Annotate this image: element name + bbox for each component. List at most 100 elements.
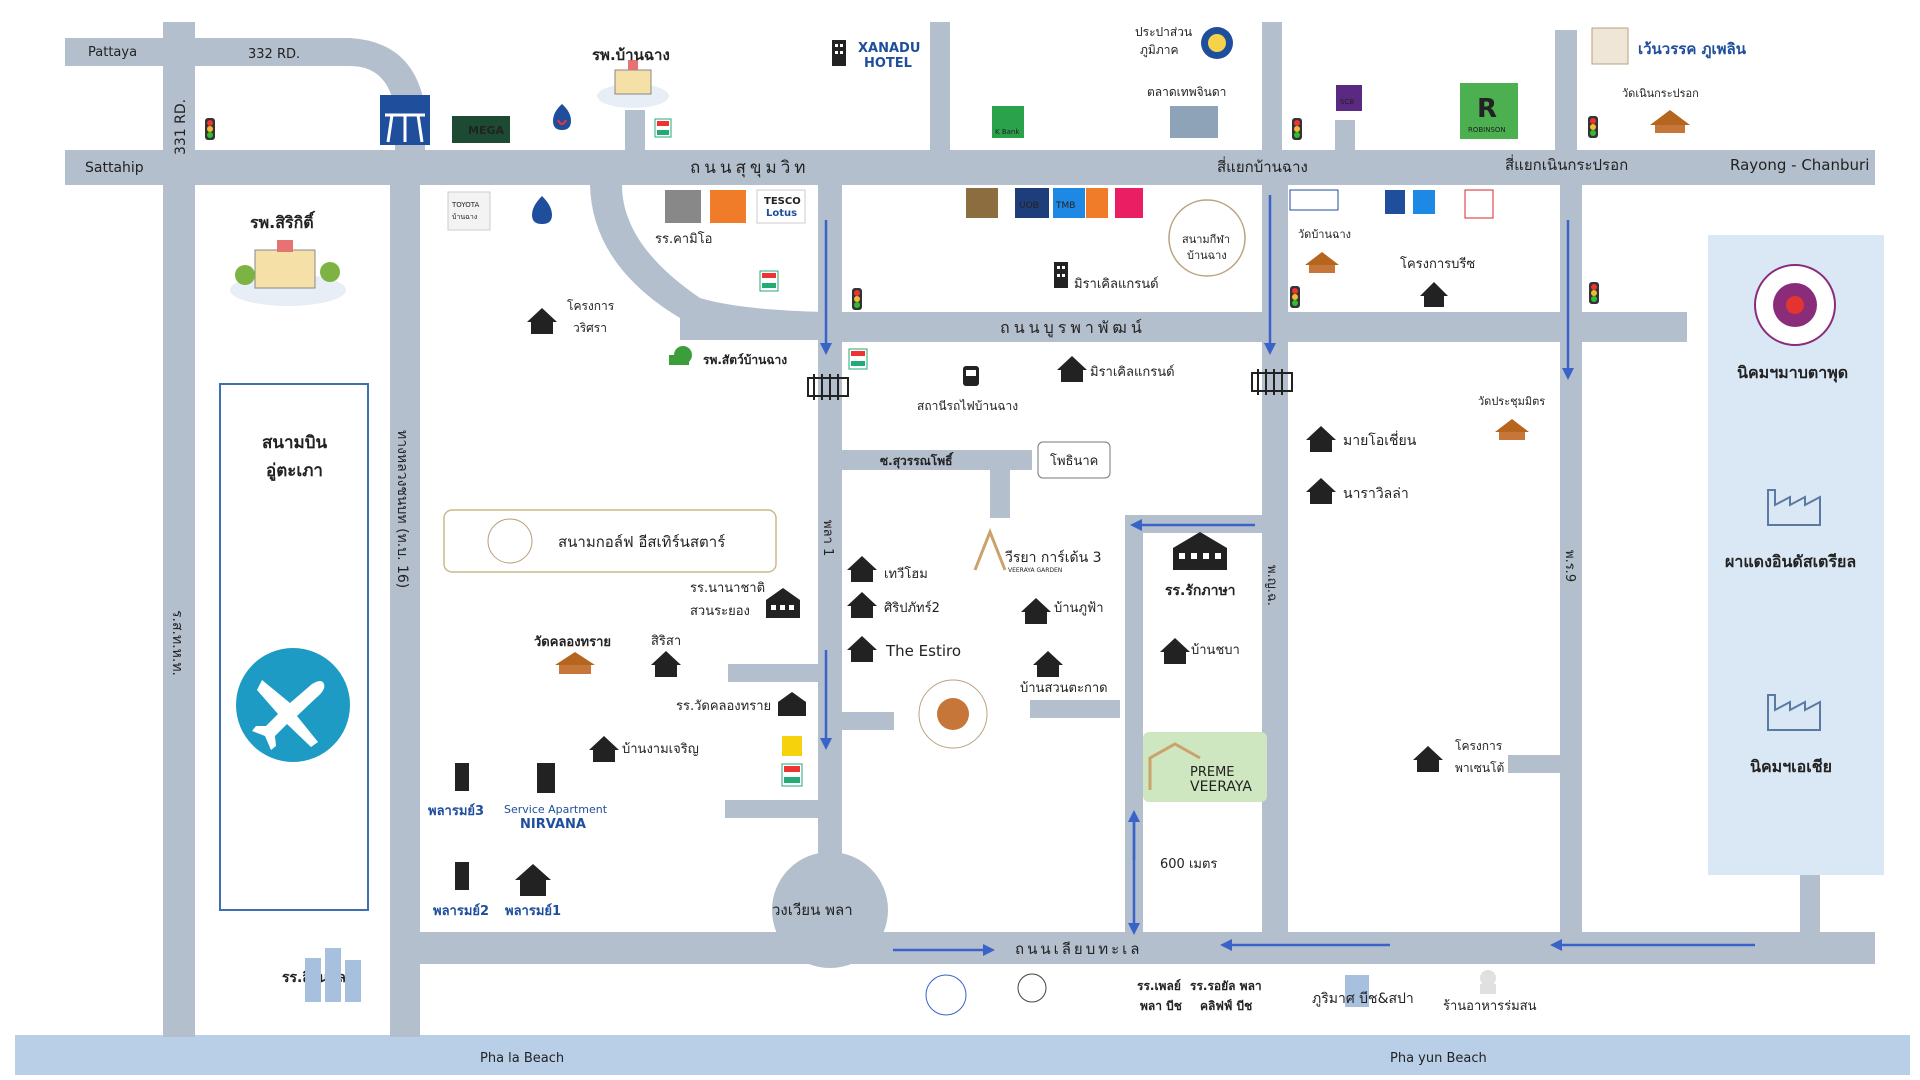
my-ocean-label: มายโอเชี่ยน [1343,431,1417,449]
restaurant-logo-2-inner [937,698,969,730]
tesco-logo [756,189,806,224]
factory-icon-2 [1767,694,1821,731]
house-icon-breeze [1420,282,1448,307]
road-network [65,22,1875,1037]
ptt-icon-2 [532,196,552,224]
sea-strip [15,1035,1910,1075]
water-authority-label-2: ภูมิภาค [1140,43,1179,58]
beach-left-label: Pha la Beach [480,1051,564,1066]
label-soi-suwan: ซ.สุวรรณโพธิ์ [880,452,954,469]
house-icon-nara [1306,478,1336,504]
house-icon-baanchaba [1160,638,1190,664]
water-authority-logo-inner [1208,34,1226,52]
plaram1-label: พลารมย์1 [505,903,561,919]
airport-label-2: อู่ตะเภา [266,461,323,482]
house-icon-baanphufa [1021,598,1051,624]
house-icon-estiro [847,636,877,662]
toyota-label-1: TOYOTA [451,201,480,209]
crab-logo [925,974,967,1016]
school-nana-label-1: รร.นานาชาติ [690,581,765,596]
potinaka-label: โพธินาค [1050,453,1098,469]
robinson-r: R [1477,94,1497,124]
uob-label: UOB [1019,201,1039,211]
golf-box [443,509,777,573]
house-icon-siripat [847,592,877,618]
tmb-label: TMB [1055,201,1075,211]
house-icon-sirisa [651,651,681,677]
seafood-label: ร้านอาหารร่มสน [1443,999,1537,1014]
road-branch-7 [1508,755,1560,773]
road-banchang [1262,185,1288,937]
house-icon-phasen [1413,746,1443,772]
xanadu-label-2: HOTEL [864,56,912,71]
potinaka-box [1037,441,1111,479]
house-icon-tewee [847,556,877,582]
road-laeb-talay [420,932,1875,964]
label-pattaya: Pattaya [88,45,137,60]
railway-icon-2 [1251,369,1293,395]
building-icon-sirin [305,948,361,1002]
hotel-logo [1017,973,1047,1003]
label-intersection-noen: สี่แยกเนินกระปรอก [1505,154,1628,174]
airport-area [219,383,369,911]
baansuan-label: บ้านสวนตะกาด [1020,681,1108,696]
building-icon-plaram3 [455,763,469,791]
sirisa-label: สิริสา [651,634,681,649]
project-warisra-label-1: โครงการ [567,299,615,313]
tmb-logo [1053,188,1085,218]
robinson-label: ROBINSON [1468,126,1506,134]
veeraya-garden-small: VEERAYA GARDEN [1008,567,1062,574]
road-branch-6 [725,800,820,818]
school-icon-nana [766,588,800,618]
school-royal-label-1: รร.รอยัล พลา [1190,979,1262,993]
tesco-label-1: TESCO [764,196,801,207]
estate-mapta-label: นิคมฯมาบตาพุด [1737,363,1848,383]
project-phasen-label-1: โครงการ [1455,739,1503,753]
house-icon-myocean [1306,426,1336,452]
golf-logo [487,518,533,564]
bank-logo-1 [966,188,998,218]
beach-right-label: Pha yun Beach [1390,1051,1487,1066]
label-332: 332 RD. [248,47,300,62]
railway-crossings [807,369,1293,400]
seven-eleven-icon-4 [781,763,803,787]
house-icon-warisra [527,308,557,334]
temple-icon-noen [1650,110,1690,133]
school-nana-label: รร.นานาชาติสวนระยอง [690,581,765,619]
road-stub-4 [1335,120,1355,150]
school-icon-klong [778,692,806,716]
school-kamio-label: รร.คามิโอ [655,231,712,247]
bank-logo-6 [1464,189,1494,219]
building-icon-plaram2 [455,862,469,890]
traffic-light-icon-3 [1588,116,1598,138]
road-burapha [825,312,1687,342]
seven-eleven-icon-3 [848,348,868,370]
train-icon [963,366,979,386]
road-sukhumvit [65,150,1875,185]
uob-logo [1015,188,1049,218]
kbank-logo [992,106,1024,138]
stadium-label-2: บ้านฉาง [1187,249,1227,262]
water-authority-label-1: ประปาส่วน [1135,25,1192,39]
school-raksa-label: รร.รักภาษา [1165,583,1236,599]
factory-icon-1 [1767,489,1821,526]
label-331: 331 RD. [173,99,189,155]
school-klong-label: รร.วัดคลองทราย [676,699,771,714]
seven-eleven-icon-1 [654,118,672,138]
miracle2-label: มิราเคิลแกรนด์ [1090,364,1175,380]
road-soi-suwan-down [990,470,1010,518]
traffic-light-icon-2 [1292,118,1302,140]
preme-veeraya-box[interactable] [1143,732,1267,802]
project-phasen-label: โครงการพาเซนโต้ [1455,739,1504,775]
label-pla-road: พลา 1 [820,520,835,556]
nara-villa-label: นาราวิลล่า [1343,486,1409,502]
road-soi-suwan [842,450,1032,470]
preme-label-2: VEERAYA [1190,779,1252,795]
school-plai-label-1: รร.เพลย์ [1137,979,1181,993]
airport-label: สนามบินอู่ตะเภา [262,433,328,482]
preme-roof-icon [1148,742,1201,790]
mega-label: MEGA [468,124,504,137]
